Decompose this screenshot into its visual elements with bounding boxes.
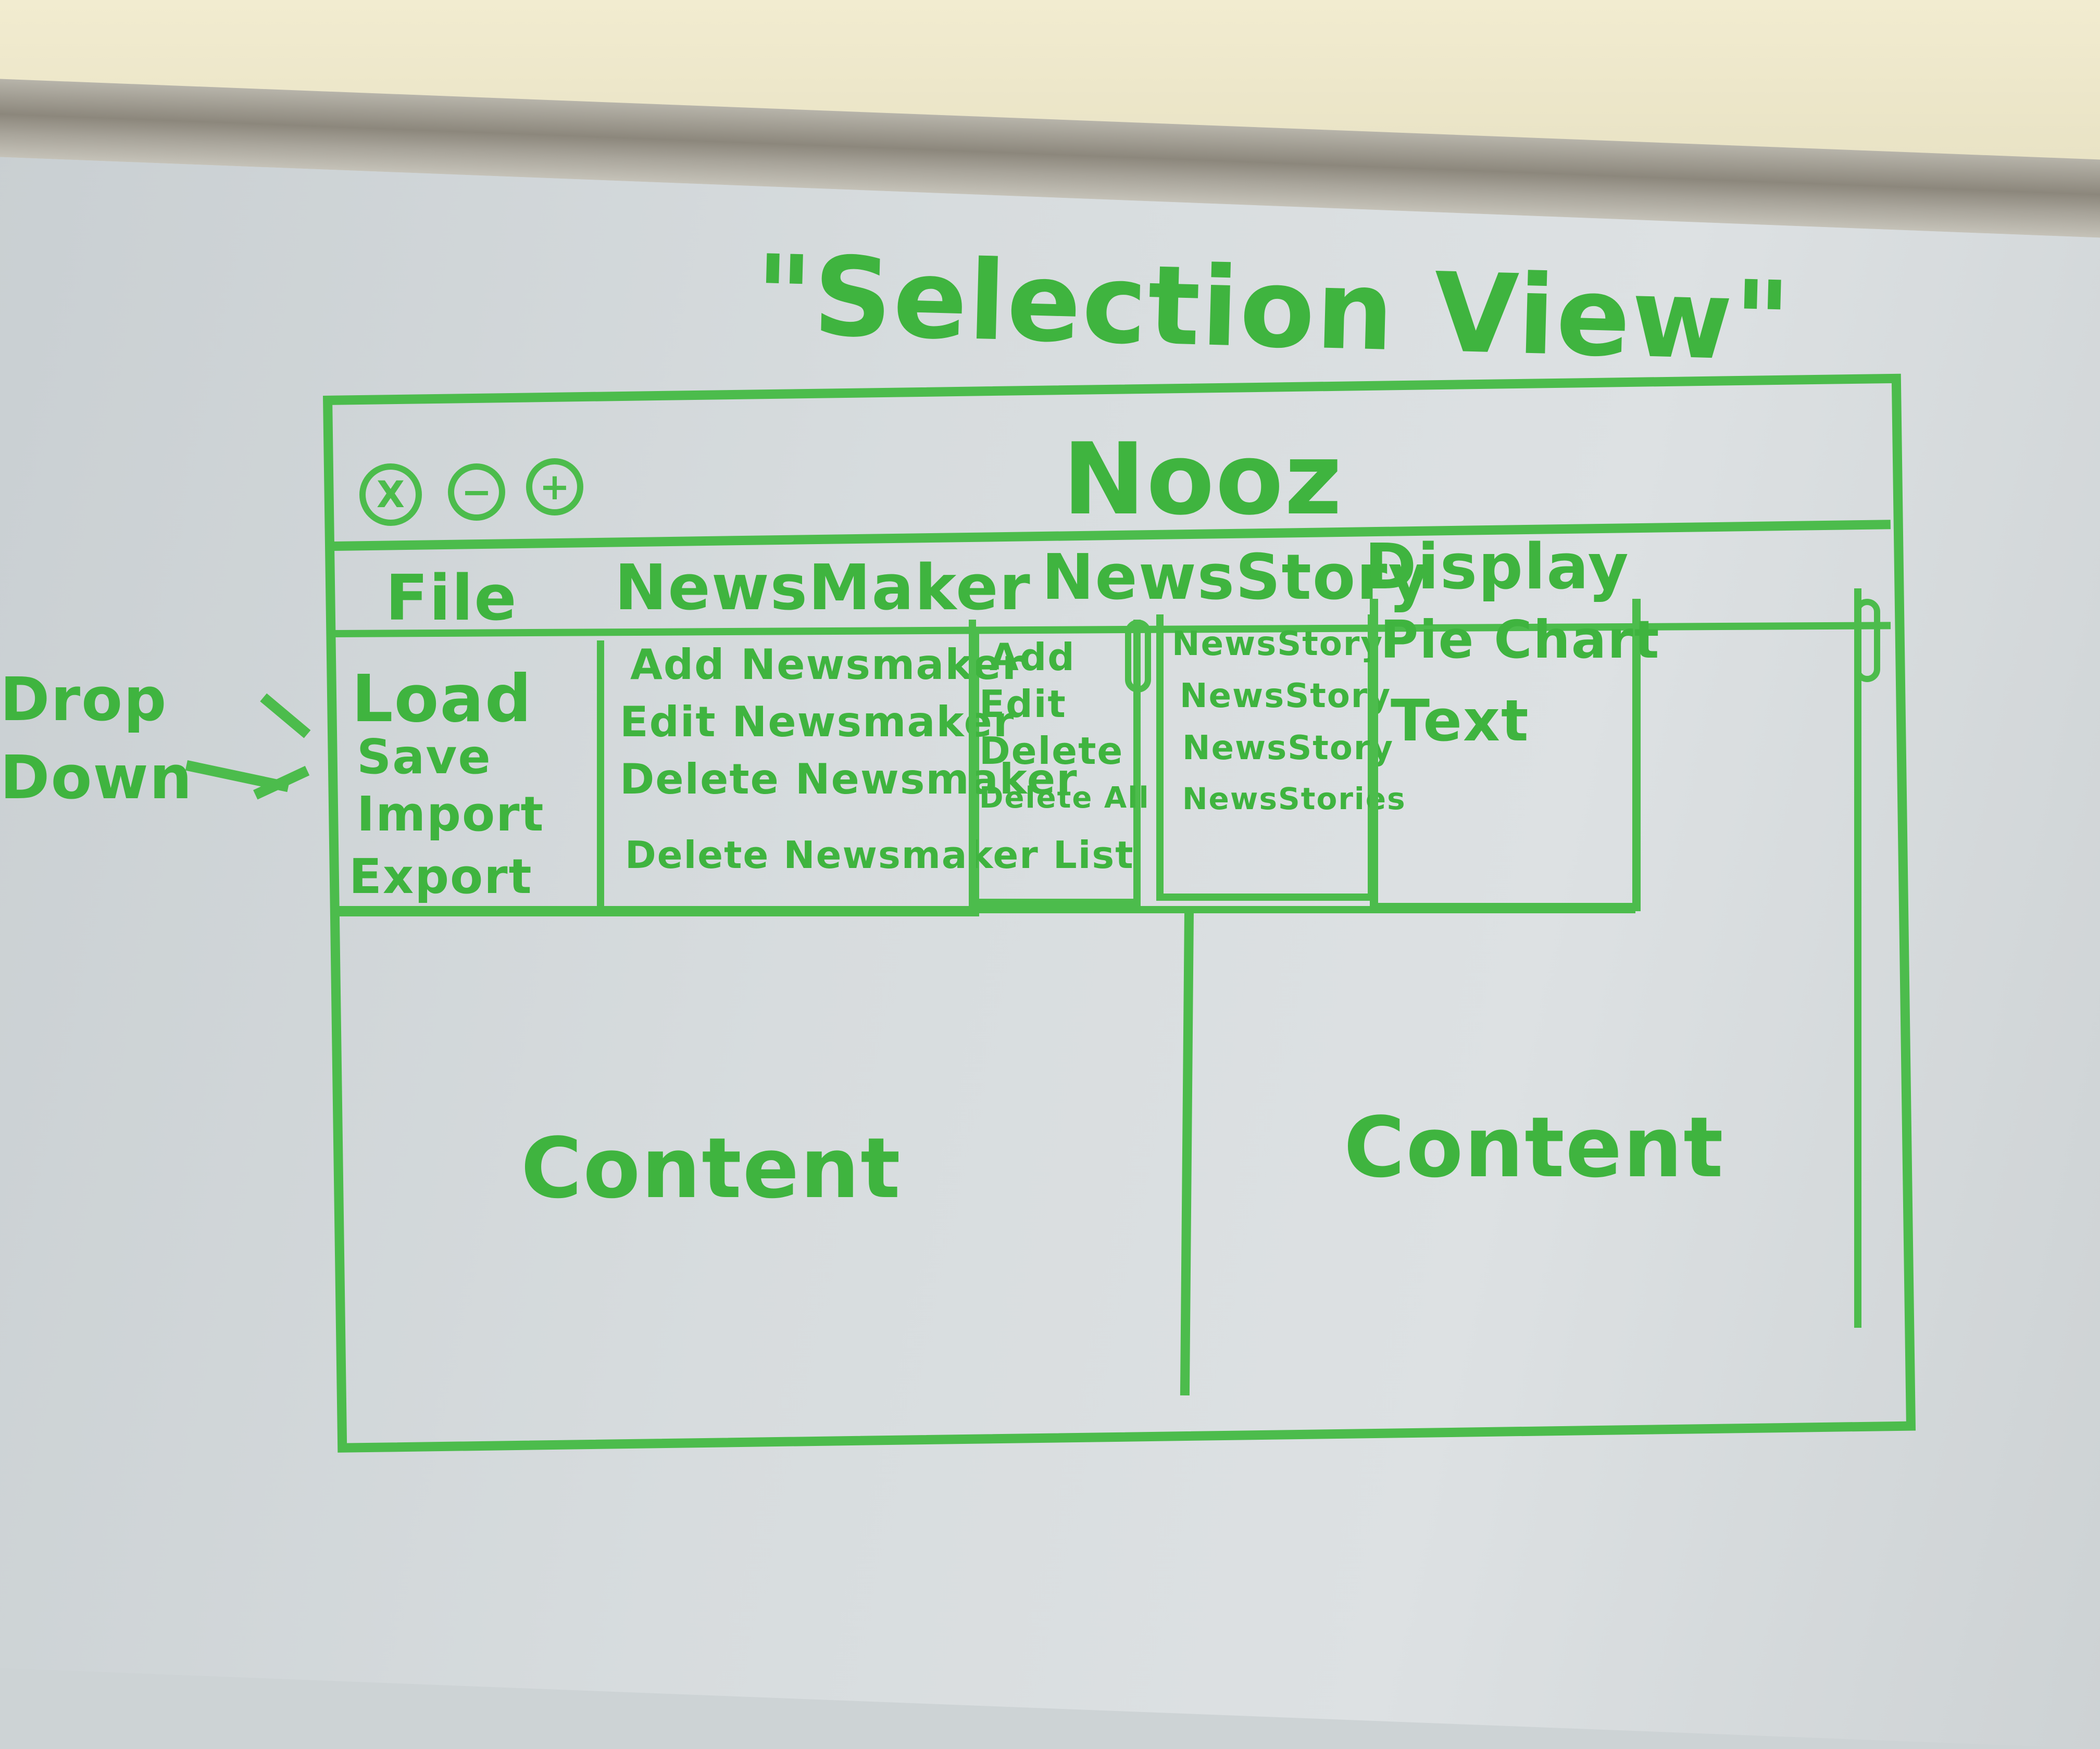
right-scrollbar-track	[1854, 588, 1861, 1328]
newsstory-item-add[interactable]: Add	[990, 635, 1076, 679]
right-scrollbar-thumb[interactable]	[1854, 599, 1880, 682]
heading-selection-view: "Selection View"	[754, 231, 1793, 386]
newsmaker-item-delete[interactable]: Delete Newsmaker	[620, 755, 1078, 803]
newsmaker-item-add[interactable]: Add Newsmaker	[630, 640, 1024, 689]
newsstory-item-edit[interactable]: Edit	[979, 682, 1067, 726]
newsstory-list-item[interactable]: NewsStory	[1182, 729, 1394, 767]
display-item-pie-chart[interactable]: Pie Chart	[1380, 609, 1660, 670]
newsmaker-item-edit[interactable]: Edit Newsmaker	[620, 698, 1015, 746]
newsstory-list-item[interactable]: NewsStory	[1172, 625, 1384, 663]
content-right: Content	[1344, 1099, 1724, 1196]
newsstory-list-item[interactable]: NewsStories	[1182, 781, 1406, 816]
drop-down-note: Drop Down	[0, 665, 193, 813]
newsstory-item-delete-all[interactable]: Delete All	[979, 781, 1150, 815]
display-item-text[interactable]: Text	[1391, 687, 1530, 754]
menu-display[interactable]: Display	[1365, 531, 1630, 603]
content-left: Content	[521, 1119, 902, 1217]
maximize-window-icon[interactable]: +	[526, 458, 583, 515]
newsstory-list-item[interactable]: NewsStory	[1180, 677, 1392, 715]
newsstory-actions-scrollbar[interactable]	[1125, 620, 1151, 693]
file-dropdown	[333, 640, 604, 916]
file-item-import[interactable]: Import	[357, 786, 545, 842]
menu-newsstory[interactable]: NewsStory	[1042, 542, 1430, 614]
file-item-load[interactable]: Load	[352, 661, 533, 737]
menu-newsmaker[interactable]: NewsMaker	[615, 552, 1031, 624]
close-window-icon[interactable]: X	[359, 463, 422, 526]
menu-file[interactable]: File	[385, 562, 518, 635]
newsmaker-item-delete-list[interactable]: Delete Newsmaker List	[625, 833, 1134, 877]
minimize-window-icon[interactable]: −	[448, 463, 505, 521]
app-title: Nooz	[1062, 422, 1343, 537]
newsstory-item-delete[interactable]: Delete	[979, 729, 1124, 773]
display-dropdown	[1370, 599, 1641, 911]
file-item-save[interactable]: Save	[357, 729, 492, 785]
file-item-export[interactable]: Export	[349, 849, 533, 904]
